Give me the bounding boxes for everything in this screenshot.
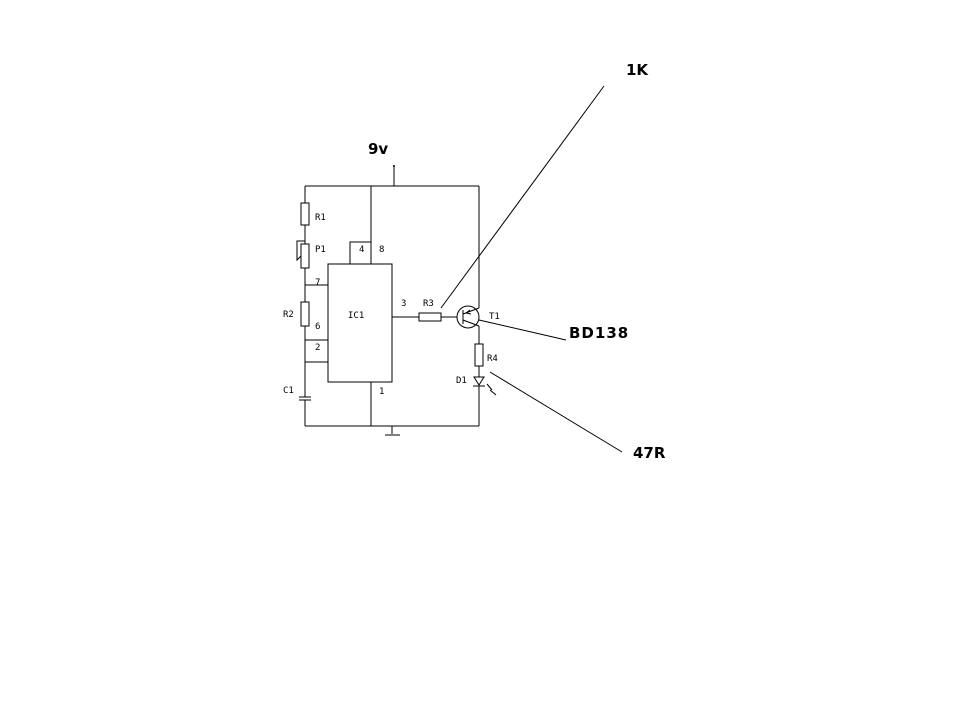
- r1-label: R1: [315, 213, 326, 223]
- pin4-label: 4: [359, 245, 364, 255]
- capacitor-c1: [299, 396, 311, 401]
- potentiometer-p1: [296, 240, 310, 269]
- pin1-label: 1: [379, 387, 384, 397]
- transistor-t1: [456, 305, 480, 329]
- resistor-r1: [300, 202, 310, 226]
- ground-symbol: [385, 426, 400, 436]
- supply-voltage-label: 9v: [368, 140, 388, 158]
- t1-label: T1: [489, 312, 500, 322]
- pin8-label: 8: [379, 245, 384, 255]
- r3-label: R3: [423, 299, 434, 309]
- supply-rail: [305, 165, 480, 308]
- callout-line-bd138: [478, 319, 567, 341]
- callout-bd138: BD138: [569, 324, 629, 342]
- ic1-label: IC1: [348, 311, 364, 321]
- wire-pin4: [349, 241, 371, 264]
- r2-label: R2: [283, 310, 294, 320]
- pin7-label: 7: [315, 278, 320, 288]
- c1-label: C1: [283, 386, 294, 396]
- pin2-label: 2: [315, 343, 320, 353]
- d1-label: D1: [456, 376, 467, 386]
- ic1-body: [327, 263, 393, 383]
- pin6-label: 6: [315, 322, 320, 332]
- resistor-r4: [474, 343, 484, 367]
- callout-line-47r: [489, 371, 623, 453]
- resistor-r2: [300, 301, 310, 327]
- resistor-r3: [418, 312, 442, 322]
- callout-1k: 1K: [626, 61, 649, 79]
- callout-47r: 47R: [633, 444, 666, 462]
- callout-line-1k: [440, 85, 605, 309]
- pin3-label: 3: [401, 299, 406, 309]
- p1-label: P1: [315, 245, 326, 255]
- led-d1: [473, 376, 497, 396]
- r4-label: R4: [487, 354, 498, 364]
- ground-rail: [305, 382, 479, 427]
